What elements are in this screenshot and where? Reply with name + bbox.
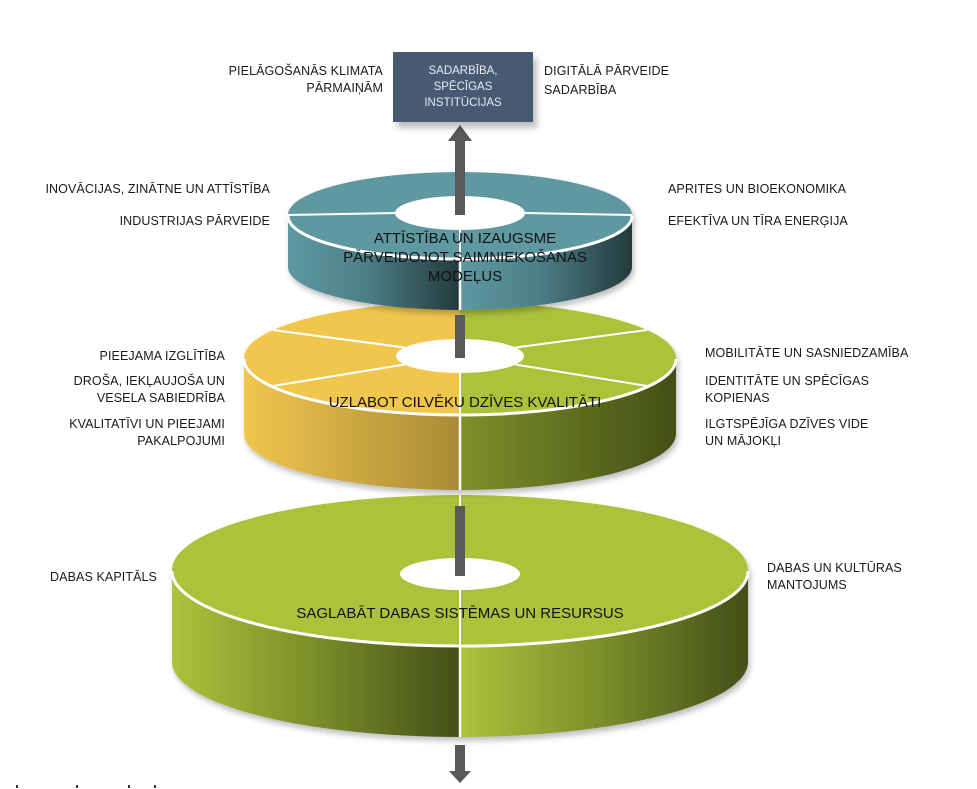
layer-top-right — [460, 495, 748, 645]
layer-top-left — [244, 302, 460, 414]
layer-title-quality-of-life: UZLABOT CILVĒKU DZĪVES KVALITĀTI — [328, 394, 602, 411]
label-climate-adaptation: PIELĀGOŠANĀS KLIMATA PĀRMAIŅĀM — [228, 64, 383, 95]
label-circular-bioeconomy: APRITES UN BIOEKONOMIKA — [668, 182, 847, 196]
arrow-shaft-top — [455, 141, 465, 215]
layer-side-left — [288, 215, 460, 310]
layer-economy — [286, 172, 634, 310]
arrow-shaft-bottom — [455, 745, 465, 772]
segment-divider — [515, 329, 648, 349]
arrow-shaft-middle — [455, 315, 465, 358]
layer-top-right — [460, 302, 676, 414]
label-natural-capital: DABAS KAPITĀLS — [50, 570, 157, 584]
segment-divider — [287, 212, 396, 216]
layer-top-right — [460, 172, 632, 258]
label-sustainable-housing: ILGTSPĒJĪGA DZĪVES VIDE UN MĀJOKĻI — [705, 417, 869, 448]
label-accessible-education: PIEEJAMA IZGLĪTĪBA — [99, 349, 225, 363]
segment-divider — [272, 329, 405, 349]
footer-fragment — [14, 785, 164, 788]
layer-top-left — [288, 172, 460, 258]
top-box-line: INSTITŪCIJAS — [424, 97, 502, 109]
layer-top-left — [172, 495, 460, 645]
layer-side-left — [172, 570, 460, 737]
top-box-line: SADARBĪBA, — [428, 65, 498, 77]
arrow-down-head-icon — [449, 771, 471, 783]
segment-divider — [524, 212, 633, 216]
segment-divider — [272, 363, 405, 387]
layer-rim — [170, 570, 750, 648]
layer-side-left — [244, 358, 460, 490]
label-identity-communities: IDENTITĀTE UN SPĒCĪGAS KOPIENAS — [705, 374, 870, 405]
layer-rim — [286, 215, 634, 261]
layer-rim — [242, 358, 678, 417]
top-box-line: SPĒCĪGAS — [433, 81, 493, 93]
label-industry-transformation: INDUSTRIJAS PĀRVEIDE — [119, 214, 270, 228]
arrow-shaft-lower — [455, 506, 465, 576]
label-safe-inclusive-society: DROŠA, IEKĻAUJOŠA UN VESELA SABIEDRĪBA — [73, 374, 225, 405]
top-box-cooperation-institutions: SADARBĪBA, SPĒCĪGAS INSTITŪCIJAS — [393, 52, 533, 122]
layer-side-right — [460, 215, 632, 310]
label-quality-services: KVALITATĪVI UN PIEEJAMI PAKALPOJUMI — [69, 417, 225, 448]
label-mobility-accessibility: MOBILITĀTE UN SASNIEDZAMĪBA — [705, 346, 909, 360]
label-efficient-clean-energy: EFEKTĪVA UN TĪRA ENERĢIJA — [668, 214, 848, 228]
label-natural-cultural-heritage: DABAS UN KULTŪRAS MANTOJUMS — [767, 561, 902, 592]
label-innovation-science: INOVĀCIJAS, ZINĀTNE UN ATTĪSTĪBA — [45, 182, 270, 196]
layer-title-nature: SAGLABĀT DABAS SISTĒMAS UN RESURSUS — [296, 605, 624, 622]
segment-divider — [515, 363, 648, 387]
layer-title-economy: ATTĪSTĪBA UN IZAUGSME PĀRVEIDOJOT SAIMNI… — [343, 230, 587, 285]
layer-side-right — [460, 358, 676, 490]
layer-nature — [170, 495, 750, 737]
layer-quality-of-life — [242, 302, 678, 490]
label-digital-transformation: DIGITĀLĀ PĀRVEIDE SADARBĪBA — [544, 64, 670, 97]
arrow-up-head-icon — [448, 125, 472, 141]
layer-side-right — [460, 570, 748, 737]
